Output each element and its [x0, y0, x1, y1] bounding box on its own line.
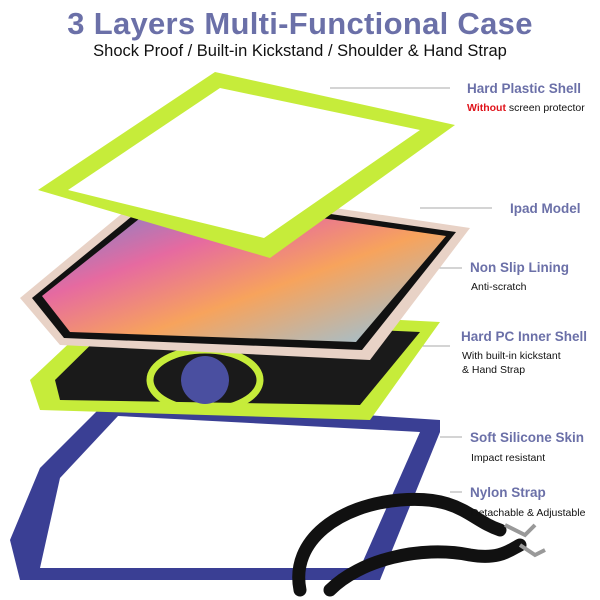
feature-note: Detachable & Adjustable [471, 507, 586, 519]
page-title: 3 Layers Multi-Functional Case [67, 6, 533, 41]
page-subtitle: Shock Proof / Built-in Kickstand / Shoul… [93, 42, 507, 60]
hard-plastic-shell [38, 72, 455, 258]
feature-title: Soft Silicone Skin [470, 430, 585, 445]
feature-title: Hard PC Inner Shell [461, 329, 588, 344]
strap-clips [504, 523, 546, 558]
silicone-skin [10, 398, 440, 580]
feature-note: Without screen protector [467, 101, 585, 116]
feature-note-text: screen protector [505, 102, 585, 114]
nylon-strap [292, 492, 527, 597]
feature-ipad-model: Ipad Model [510, 201, 581, 216]
feature-title: Non Slip Lining [470, 260, 569, 275]
feature-note-2: & Hand Strap [462, 364, 526, 376]
feature-note: Impact resistant [471, 452, 546, 464]
tablet [20, 182, 470, 360]
feature-title: Hard Plastic Shell [467, 81, 582, 96]
feature-note: Anti-scratch [471, 281, 527, 293]
feature-note-highlight: Without [467, 102, 506, 114]
feature-title: Nylon Strap [470, 485, 546, 500]
feature-note: With built-in kickstant [462, 350, 561, 362]
